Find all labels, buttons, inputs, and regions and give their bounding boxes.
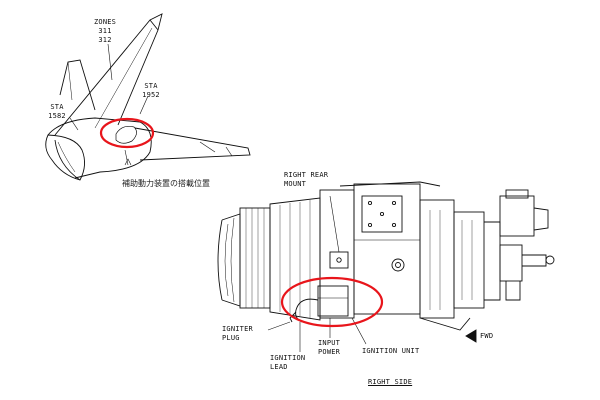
- label-line: INPUT: [318, 339, 341, 347]
- sta-value: 1582: [48, 112, 66, 120]
- sta-value: 1952: [142, 91, 160, 99]
- input-power-label: INPUT POWER: [318, 339, 340, 357]
- zone-311: 311: [98, 27, 112, 35]
- label-line: POWER: [318, 348, 341, 356]
- sta-1582-label: STA 1582: [46, 103, 68, 121]
- label-line: PLUG: [222, 334, 240, 342]
- label-line: IGNITER: [222, 325, 253, 333]
- igniter-plug-label: IGNITER PLUG: [222, 325, 253, 343]
- ignition-highlight-circle: [280, 276, 384, 328]
- zones-label: ZONES 311 312: [94, 18, 116, 45]
- sta-1952-label: STA 1952: [140, 82, 162, 100]
- label-line: MOUNT: [284, 180, 307, 188]
- ignition-lead-label: IGNITION LEAD: [270, 354, 305, 372]
- apu-location-caption: 補助動力装置の搭載位置: [122, 179, 210, 188]
- fwd-label: FWD: [480, 332, 494, 340]
- right-side-label: RIGHT SIDE: [368, 378, 413, 386]
- right-rear-mount-label: RIGHT REAR MOUNT: [284, 171, 328, 189]
- zones-title: ZONES: [94, 18, 117, 26]
- ignition-unit-label: IGNITION UNIT: [362, 347, 420, 355]
- sta-title: STA: [50, 103, 64, 111]
- label-line: RIGHT REAR: [284, 171, 329, 179]
- apu-engine-drawing: [217, 181, 555, 352]
- sta-title: STA: [144, 82, 158, 90]
- label-line: IGNITION: [270, 354, 306, 362]
- tail-section-drawing: [45, 13, 251, 181]
- zone-312: 312: [98, 36, 112, 44]
- tail-highlight-circle: [99, 117, 155, 149]
- label-line: LEAD: [270, 363, 288, 371]
